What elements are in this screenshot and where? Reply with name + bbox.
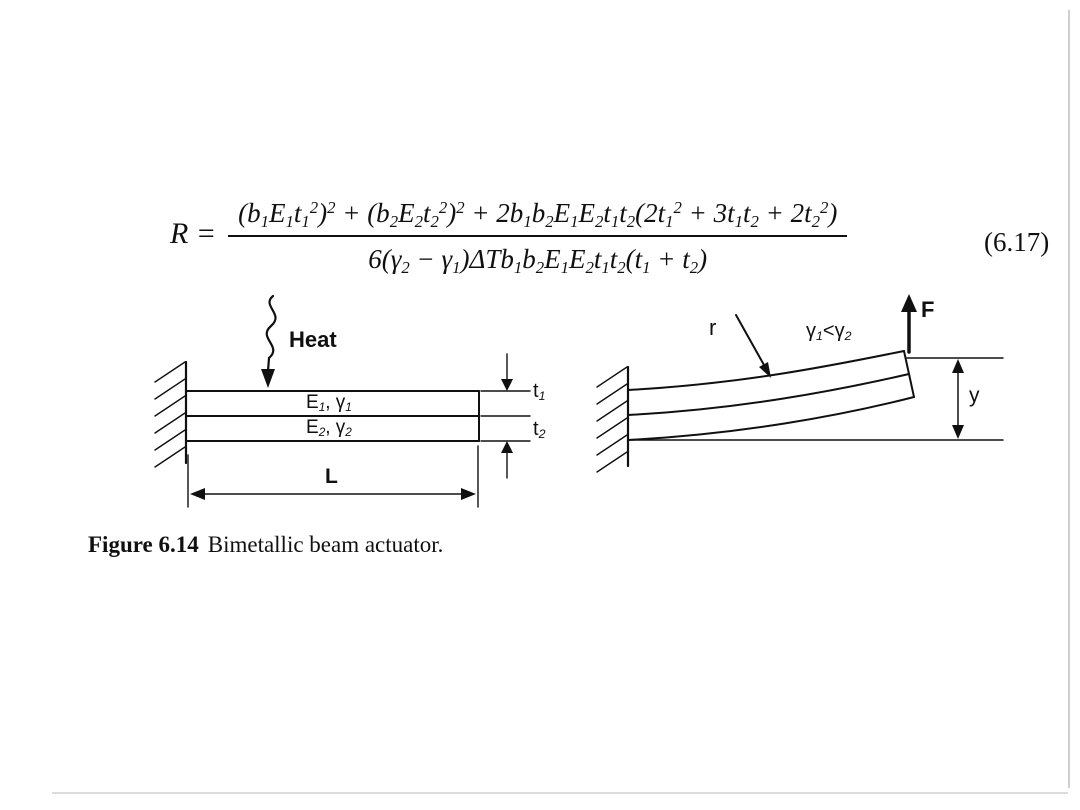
right-wall-hatching xyxy=(596,366,628,473)
bent-beam xyxy=(627,350,915,441)
heat-arrowhead xyxy=(261,369,275,388)
t2-arrowhead xyxy=(501,441,513,453)
figure-caption: Figure 6.14 Bimetallic beam actuator. xyxy=(88,532,443,558)
length-left-arrowhead xyxy=(190,488,205,500)
heat-squiggle xyxy=(265,294,277,373)
force-label: F xyxy=(921,297,935,322)
layer1-label: E1, γ1 xyxy=(306,392,352,415)
equation-denominator: 6(γ2 − γ1)ΔTb1b2E1E2t1t2(t1 + t2) xyxy=(368,244,708,277)
deflection-label: y xyxy=(969,384,980,407)
layer2-label: E2, γ2 xyxy=(306,417,352,440)
equation-617: R = (b1E1t12)2 + (b2E2t22)2 + 2b1b2E1E2t… xyxy=(170,194,848,277)
scan-artifact-right-edge xyxy=(1068,10,1070,788)
force-arrow xyxy=(901,294,917,354)
deflection-bottom-arrowhead xyxy=(952,425,964,439)
deflection-dimension xyxy=(952,359,964,439)
heat-arrow xyxy=(261,294,277,388)
equation-number: (6.17) xyxy=(984,227,1050,257)
t1-arrowhead xyxy=(501,379,513,391)
equation-fraction: (b1E1t12)2 + (b2E2t22)2 + 2b1b2E1E2t1t2(… xyxy=(228,194,848,277)
figure-caption-text: Bimetallic beam actuator. xyxy=(207,532,444,557)
right-beam-diagram xyxy=(596,294,1004,473)
left-wall-hatching xyxy=(154,361,186,468)
scan-artifact-bottom-edge xyxy=(52,792,1068,794)
deflection-top-arrowhead xyxy=(952,359,964,373)
thickness1-label: t1 xyxy=(533,380,546,404)
equation-lhs: R = xyxy=(170,216,217,250)
radius-arrowhead xyxy=(759,362,771,378)
thickness-dimension xyxy=(480,353,531,479)
left-beam-diagram xyxy=(154,294,531,508)
force-arrowhead xyxy=(901,294,917,312)
radius-label: r xyxy=(709,315,717,340)
gamma-condition-label: γ1<γ2 xyxy=(806,320,852,344)
thickness2-label: t2 xyxy=(533,418,546,442)
length-right-arrowhead xyxy=(461,488,476,500)
length-dimension xyxy=(187,445,479,508)
equation-numerator: (b1E1t12)2 + (b2E2t22)2 + 2b1b2E1E2t1t2(… xyxy=(228,194,848,237)
radius-arrow xyxy=(735,314,771,378)
length-label: L xyxy=(325,465,338,488)
figure-caption-number: Figure 6.14 xyxy=(88,532,199,557)
heat-label: Heat xyxy=(289,327,337,352)
